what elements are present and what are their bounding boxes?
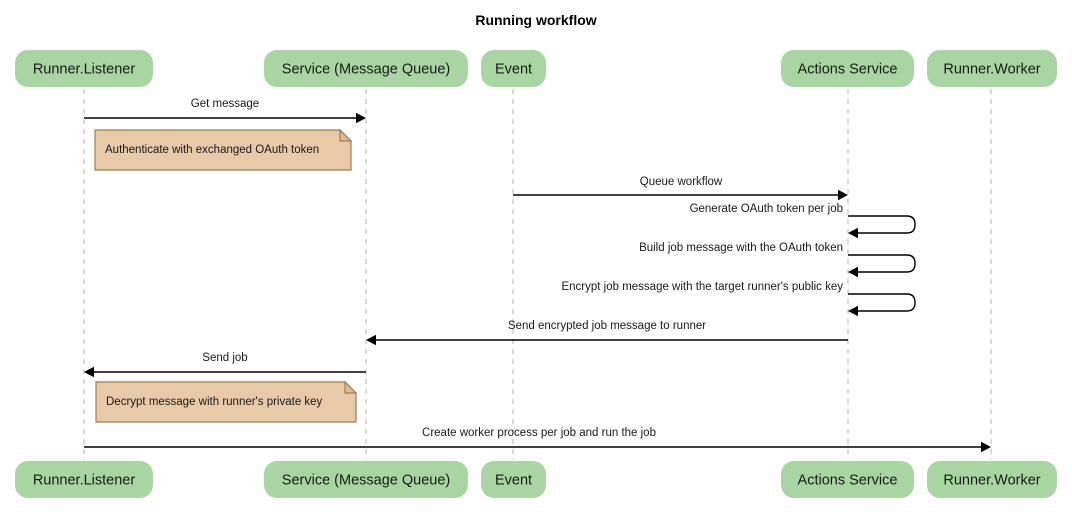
participant-label-actions-service: Actions Service — [798, 472, 898, 488]
message-get-message: Get message — [84, 98, 366, 124]
arrowhead-right — [356, 112, 366, 124]
note-fold-corner — [344, 380, 358, 394]
note-authenticate-with-exchanged-oauth-token: Authenticate with exchanged OAuth token — [94, 128, 353, 171]
note-fold-corner — [339, 128, 353, 142]
note-label: Authenticate with exchanged OAuth token — [105, 144, 319, 156]
participant-label-actions-service: Actions Service — [798, 61, 898, 77]
message-generate-oauth-token-per-job: Generate OAuth token per job — [690, 203, 916, 239]
participant-label-event: Event — [495, 472, 532, 488]
participant-label-event: Event — [495, 61, 532, 77]
arrowhead-left — [84, 366, 94, 378]
participant-box[interactable] — [15, 50, 153, 87]
arrowhead-right — [838, 189, 848, 201]
participant-service-message-queue-bottom[interactable]: Service (Message Queue) — [264, 461, 468, 498]
arrowhead-left — [848, 266, 858, 278]
participant-box[interactable] — [481, 50, 546, 87]
message-label-create-worker-process-per-job-and-run-the-job: Create worker process per job and run th… — [422, 427, 656, 439]
participant-runner-worker-bottom[interactable]: Runner.Worker — [927, 461, 1057, 498]
lifelines-group — [83, 89, 992, 460]
message-label-send-job: Send job — [202, 352, 247, 364]
participant-event-bottom[interactable]: Event — [481, 461, 546, 498]
message-encrypt-job-message-with-the-target-runners-public-key: Encrypt job message with the target runn… — [561, 281, 916, 317]
arrowhead-left — [848, 305, 858, 317]
diagram-title: Running workflow — [475, 12, 596, 28]
message-queue-workflow: Queue workflow — [513, 176, 848, 201]
participant-box[interactable] — [781, 50, 914, 87]
participant-box[interactable] — [15, 461, 153, 498]
participant-box[interactable] — [927, 461, 1057, 498]
participant-label-service-message-queue: Service (Message Queue) — [282, 61, 450, 77]
participant-box[interactable] — [481, 461, 546, 498]
message-label-get-message: Get message — [191, 98, 259, 110]
message-send-job: Send job — [84, 352, 366, 378]
message-label-encrypt-job-message-with-the-target-runners-public-key: Encrypt job message with the target runn… — [561, 281, 843, 293]
self-loop-path — [848, 293, 916, 312]
message-label-build-job-message-with-the-oauth-token: Build job message with the OAuth token — [639, 242, 843, 254]
participant-service-message-queue-top[interactable]: Service (Message Queue) — [264, 50, 468, 87]
note-label: Decrypt message with runner's private ke… — [106, 396, 323, 408]
arrowhead-left — [366, 334, 376, 346]
message-send-encrypted-job-message-to-runner: Send encrypted job message to runner — [366, 320, 848, 346]
participant-label-runner-worker: Runner.Worker — [943, 61, 1040, 77]
message-build-job-message-with-the-oauth-token: Build job message with the OAuth token — [639, 242, 916, 278]
message-label-generate-oauth-token-per-job: Generate OAuth token per job — [690, 203, 843, 215]
participant-label-service-message-queue: Service (Message Queue) — [282, 472, 450, 488]
note-decrypt-message-with-runners-private-key: Decrypt message with runner's private ke… — [95, 380, 358, 423]
message-label-send-encrypted-job-message-to-runner: Send encrypted job message to runner — [508, 320, 706, 332]
participant-actions-service-top[interactable]: Actions Service — [781, 50, 914, 87]
notes-group: Authenticate with exchanged OAuth tokenD… — [94, 128, 358, 423]
participant-box[interactable] — [264, 461, 468, 498]
participant-label-runner-listener: Runner.Listener — [33, 61, 136, 77]
message-create-worker-process-per-job-and-run-the-job: Create worker process per job and run th… — [84, 427, 991, 453]
self-loop-path — [848, 215, 916, 234]
participant-runner-listener-bottom[interactable]: Runner.Listener — [15, 461, 153, 498]
message-label-queue-workflow: Queue workflow — [640, 176, 723, 188]
participant-box[interactable] — [264, 50, 468, 87]
participant-runner-worker-top[interactable]: Runner.Worker — [927, 50, 1057, 87]
arrowhead-right — [981, 441, 991, 453]
participant-box[interactable] — [781, 461, 914, 498]
participant-label-runner-worker: Runner.Worker — [943, 472, 1040, 488]
participant-runner-listener-top[interactable]: Runner.Listener — [15, 50, 153, 87]
self-loop-path — [848, 254, 916, 273]
participant-label-runner-listener: Runner.Listener — [33, 472, 136, 488]
participant-event-top[interactable]: Event — [481, 50, 546, 87]
note-body — [95, 381, 357, 423]
participant-box[interactable] — [927, 50, 1057, 87]
participant-actions-service-bottom[interactable]: Actions Service — [781, 461, 914, 498]
note-body — [94, 129, 352, 171]
arrowhead-left — [848, 227, 858, 239]
